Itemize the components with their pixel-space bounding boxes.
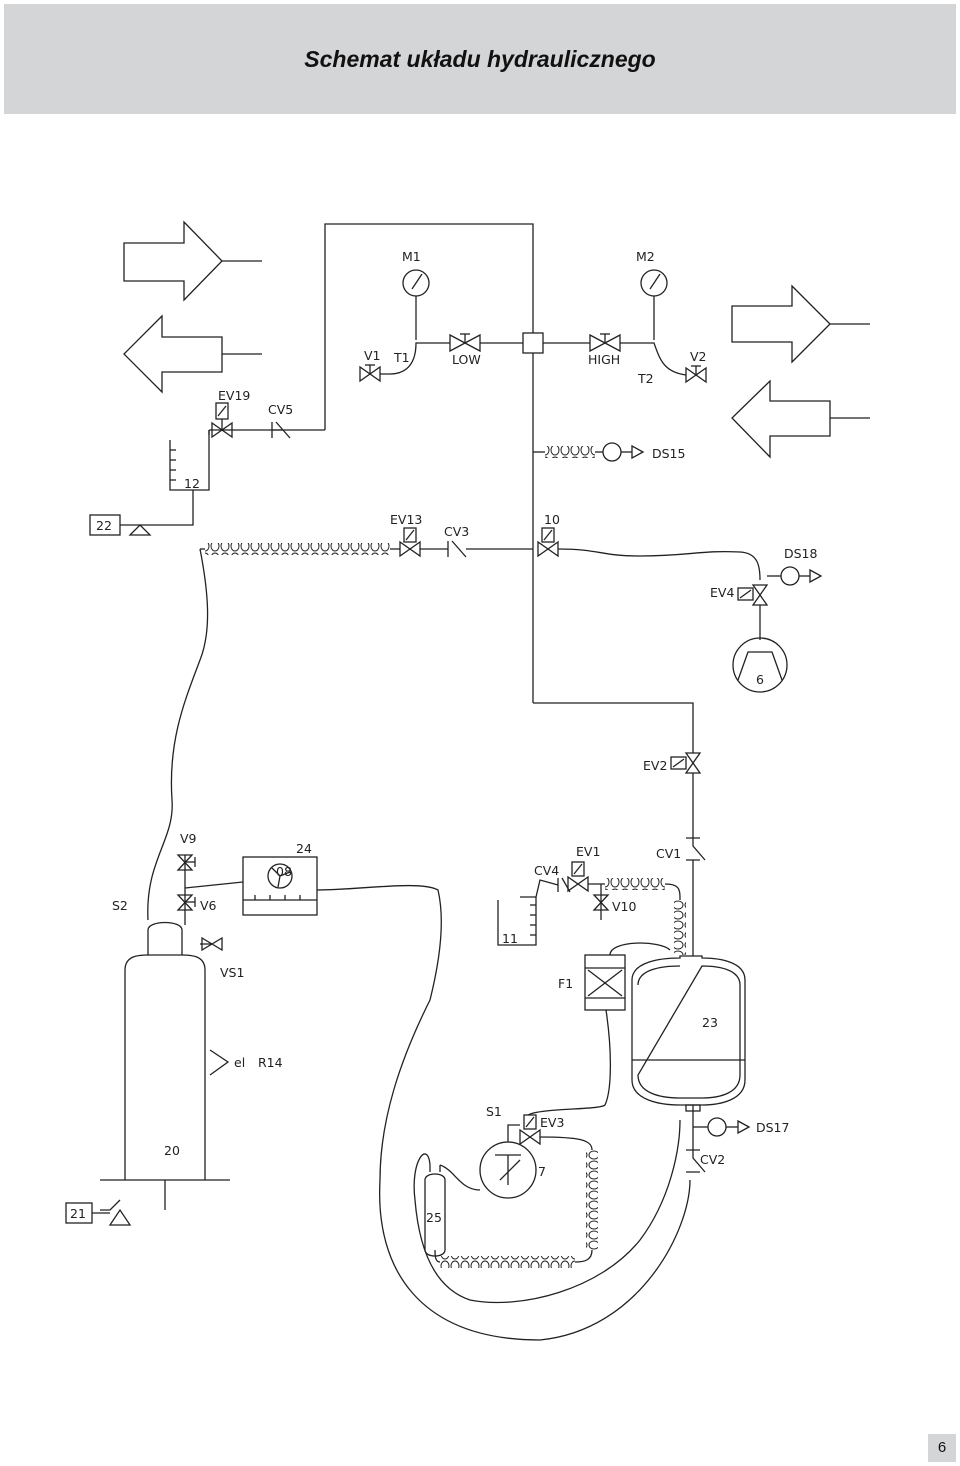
label-20: 20 xyxy=(164,1143,180,1158)
label-CV3: CV3 xyxy=(444,524,469,539)
label-V1: V1 xyxy=(364,348,381,363)
label-S1: S1 xyxy=(486,1104,502,1119)
page-number: 6 xyxy=(928,1434,956,1462)
label-DS15: DS15 xyxy=(652,446,685,461)
label-el: el xyxy=(234,1055,245,1070)
arrow-right-out xyxy=(731,284,870,364)
label-HIGH: HIGH xyxy=(588,352,620,367)
label-DS17: DS17 xyxy=(756,1120,789,1135)
label-24: 24 xyxy=(296,841,312,856)
label-V9: V9 xyxy=(180,831,197,846)
page-title: Schemat układu hydraulicznego xyxy=(304,46,656,72)
label-EV2: EV2 xyxy=(643,758,667,773)
label-08: 08 xyxy=(276,864,292,879)
label-10: 10 xyxy=(544,512,560,527)
label-EV4: EV4 xyxy=(710,585,734,600)
label-V6: V6 xyxy=(200,898,217,913)
label-CV1: CV1 xyxy=(656,846,681,861)
label-EV3: EV3 xyxy=(540,1115,564,1130)
label-25: 25 xyxy=(426,1210,442,1225)
label-DS18: DS18 xyxy=(784,546,818,561)
label-V2: V2 xyxy=(690,349,707,364)
arrow-top-left-out xyxy=(123,220,262,302)
label-11: 11 xyxy=(502,931,518,946)
label-22: 22 xyxy=(96,518,112,533)
label-T2: T2 xyxy=(637,371,654,386)
pipe-network xyxy=(65,223,823,1341)
label-CV4: CV4 xyxy=(534,863,559,878)
label-12: 12 xyxy=(184,476,200,491)
label-R14: R14 xyxy=(258,1055,283,1070)
label-VS1: VS1 xyxy=(220,965,244,980)
label-V10: V10 xyxy=(612,899,637,914)
label-S2: S2 xyxy=(112,898,128,913)
label-T1: T1 xyxy=(393,350,410,365)
label-EV19: EV19 xyxy=(218,388,250,403)
label-21: 21 xyxy=(70,1206,86,1221)
label-EV1: EV1 xyxy=(576,844,600,859)
label-EV13: EV13 xyxy=(390,512,422,527)
label-7: 7 xyxy=(538,1164,546,1179)
label-CV2: CV2 xyxy=(700,1152,725,1167)
label-CV5: CV5 xyxy=(268,402,293,417)
label-M2: M2 xyxy=(636,249,655,264)
header-band: Schemat układu hydraulicznego xyxy=(4,4,956,114)
arrow-left-in xyxy=(123,314,262,394)
label-F1: F1 xyxy=(558,976,573,991)
label-LOW: LOW xyxy=(452,352,481,367)
label-23: 23 xyxy=(702,1015,718,1030)
arrow-right-in xyxy=(731,379,870,459)
component-labels: M1 M2 V1 T1 LOW HIGH T2 V2 EV19 CV5 DS15… xyxy=(70,249,818,1225)
label-6: 6 xyxy=(756,672,764,687)
label-M1: M1 xyxy=(402,249,421,264)
